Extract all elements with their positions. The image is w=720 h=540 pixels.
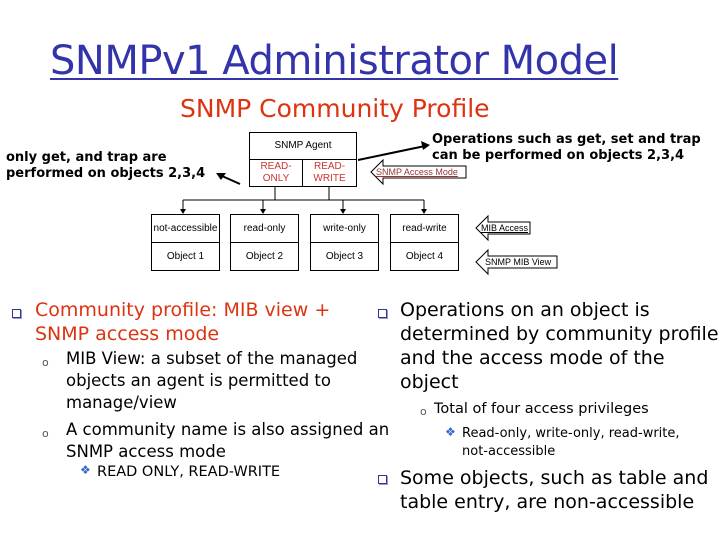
object-box-1: not-accessible Object 1 (151, 214, 220, 271)
right-note-line: Operations such as get, set and trap (432, 132, 701, 147)
snmp-agent-box: SNMP Agent READ- ONLY READ- WRITE (249, 132, 357, 187)
circle-bullet-icon: o (42, 427, 49, 440)
bullet-line: determined by community profile (400, 323, 719, 345)
object-access: not-accessible (152, 215, 219, 243)
square-bullet-icon (12, 309, 21, 318)
slide-subtitle: SNMP Community Profile (180, 94, 490, 123)
object-name: Object 3 (325, 250, 364, 262)
left-subsub-bullet: READ ONLY, READ-WRITE (97, 464, 281, 480)
bullet-line: Operations on an object is (400, 299, 650, 321)
square-bullet-icon (378, 309, 387, 318)
read-only-mode: READ- ONLY (250, 160, 303, 186)
right-note-line: can be performed on objects 2,3,4 (432, 148, 685, 163)
bullet-line: object (400, 371, 459, 393)
bullet-line: MIB View: a subset of the managed (66, 349, 358, 368)
bullet-line: SNMP access mode (35, 323, 220, 345)
mode-line: ONLY (262, 173, 290, 184)
object-access: read-only (231, 215, 298, 243)
object-name: Object 2 (245, 250, 284, 262)
left-sub-bullet-1: MIB View: a subset of the managed object… (66, 348, 357, 414)
bullet-line: Some objects, such as table and (400, 467, 709, 489)
mib-access-tag: MIB Access (481, 223, 529, 233)
bullet-line: Community profile: MIB view + (35, 299, 331, 321)
right-sub-bullet: Total of four access privileges (434, 401, 649, 417)
left-main-bullet: Community profile: MIB view + SNMP acces… (35, 298, 330, 346)
square-bullet-icon (378, 475, 387, 484)
left-note-line: only get, and trap are (6, 150, 167, 165)
bullet-line: objects an agent is permitted to (66, 371, 331, 390)
object-name: Object 4 (405, 250, 444, 262)
right-subsub-bullet: Read-only, write-only, read-write, not-a… (462, 425, 680, 461)
bullet-line: Read-only, write-only, read-write, (462, 426, 680, 441)
left-note-line: performed on objects 2,3,4 (6, 166, 206, 181)
right-note: Operations such as get, set and trap can… (432, 132, 701, 164)
bullet-line: A community name is also assigned an (66, 420, 390, 439)
left-sub-bullet-2: A community name is also assigned an SNM… (66, 419, 389, 463)
object-access: read-write (391, 215, 458, 243)
bullet-line: SNMP access mode (66, 442, 226, 461)
circle-bullet-icon: o (42, 356, 49, 369)
snmp-agent-label: SNMP Agent (250, 133, 356, 160)
object-box-3: write-only Object 3 (310, 214, 379, 271)
mode-line: READ- (313, 161, 346, 172)
mode-line: READ- (260, 161, 292, 172)
bullet-line: table entry, are non-accessible (400, 491, 695, 513)
snmp-access-mode-tag: SNMP Access Mode (376, 167, 458, 177)
mode-line: WRITE (313, 173, 346, 184)
diagram-connectors (180, 141, 558, 276)
object-access: write-only (311, 215, 378, 243)
read-write-mode: READ- WRITE (303, 160, 356, 186)
bullet-line: and the access mode of the (400, 347, 665, 369)
object-box-2: read-only Object 2 (230, 214, 299, 271)
diamond-bullet-icon: ❖ (80, 463, 91, 477)
diamond-bullet-icon: ❖ (445, 425, 456, 439)
bullet-line: not-accessible (462, 444, 556, 459)
left-note: only get, and trap are performed on obje… (6, 150, 205, 182)
circle-bullet-icon: o (420, 405, 427, 418)
slide-title: SNMPv1 Administrator Model (50, 38, 619, 84)
bullet-line: manage/view (66, 393, 177, 412)
object-name: Object 1 (166, 250, 205, 262)
snmp-mib-view-tag: SNMP MIB View (485, 257, 552, 267)
right-main-bullet-1: Operations on an object is determined by… (400, 298, 719, 394)
right-main-bullet-2: Some objects, such as table and table en… (400, 466, 708, 514)
object-box-4: read-write Object 4 (390, 214, 459, 271)
